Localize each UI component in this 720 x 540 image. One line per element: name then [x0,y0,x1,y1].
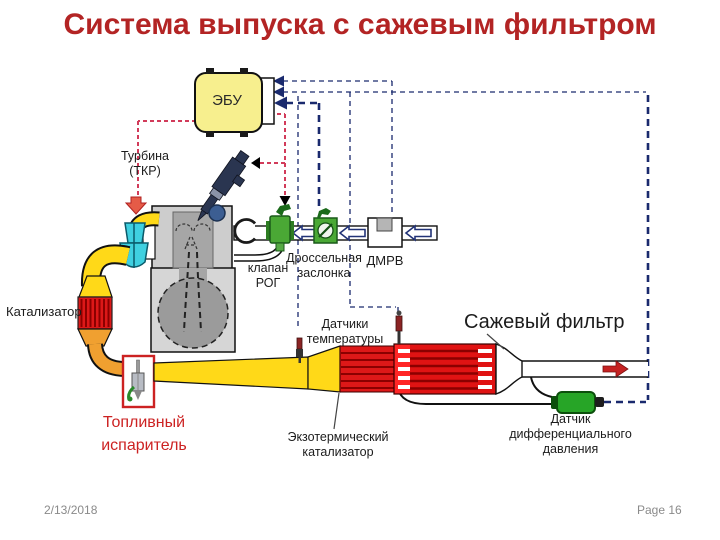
filter-inlet-cone [307,345,341,393]
diff-pressure-sensor [551,391,604,414]
egr-valve [266,204,294,252]
label-exothermic-catalyst: Экзотермический катализатор [287,430,389,459]
label-fuel-vaporizer: Топливный испаритель [101,414,187,455]
connecting-rod [183,251,202,333]
label-catalyst: Катализатор [6,304,82,319]
label-ecu: ЭБУ [212,92,242,109]
label-diff-pressure-sensor: Датчик дифференциального давления [509,412,632,456]
label-turbine: Турбина (ТКР) [121,149,169,178]
exothermic-catalyst [339,345,397,393]
tail-pipe [520,360,648,378]
temp-sensor-left [296,337,303,363]
actuator-signal-lines [286,95,650,404]
label-egr-valve: клапан РОГ [247,261,289,290]
throttle-valve [313,208,338,244]
intake-flow-arrow-icons [291,224,432,242]
temp-sensor-right [395,310,403,344]
label-maf-sensor: ДМРВ [366,253,404,268]
intake-flange-ring [233,218,257,244]
particulate-filter [393,343,497,395]
slide-title: Система выпуска с сажевым фильтром [63,8,657,41]
footer-date: 2/13/2018 [44,503,98,517]
fuel-injector [197,150,250,221]
label-temp-sensors: Датчики температуры [306,317,384,346]
sensor-signal-lines [283,80,646,330]
exhaust-duct [153,356,309,390]
footer-page-number: Page 16 [637,503,682,517]
filter-outlet-cone [495,343,523,395]
ecu-input-arrow-icons [273,75,287,110]
catalyst-outlet-elbow [87,343,125,377]
crankcase [157,277,229,349]
control-arrow-icons [251,157,291,206]
exhaust-flow-arrow-icon [602,360,629,378]
engine [150,205,236,353]
exo-catalyst-callout-line [333,392,340,430]
filter-callout-line [486,333,505,350]
label-particulate-filter: Сажевый фильтр [464,311,625,333]
maf-sensor [367,217,403,248]
fuel-vaporizer [121,354,156,409]
turbo-control-arrow-icon [124,196,148,215]
ecu-box [194,68,275,137]
catalyst [77,275,113,347]
label-throttle: Дроссельная заслонка [286,251,362,280]
valve-actuator [208,204,226,222]
ecu-control-lines [137,113,286,196]
